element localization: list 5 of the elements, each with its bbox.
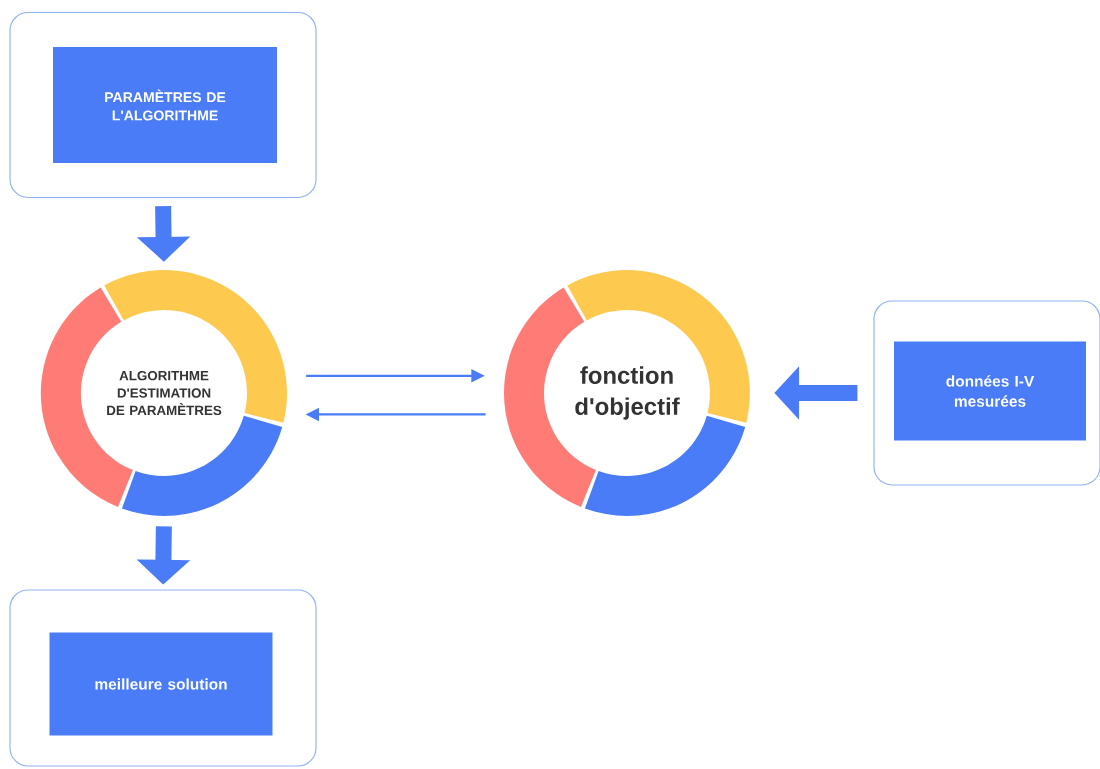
process-box: données I-V mesurées: [894, 341, 1086, 441]
cycle-ring: ALGORITHME D'ESTIMATION DE PARAMÈTRES: [41, 270, 287, 516]
process-box: PARAMÈTRES DE L'ALGORITHME: [53, 47, 277, 163]
cycle-ring: fonction d'objectif: [504, 270, 750, 516]
process-box: meilleure solution: [49, 632, 273, 736]
